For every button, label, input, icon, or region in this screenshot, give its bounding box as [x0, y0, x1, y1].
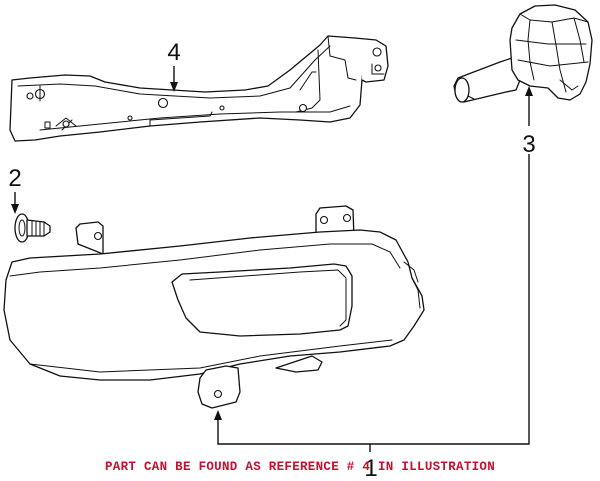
- callout-1: 1: [364, 455, 377, 481]
- callout-leaders: [11, 66, 533, 452]
- callout-4: 4: [167, 39, 180, 66]
- callout-2: 2: [8, 165, 21, 192]
- bracket-part: [9, 35, 389, 142]
- screw-part: [14, 213, 51, 243]
- bulb-part: [453, 4, 593, 103]
- fog-lamp-part: [3, 205, 425, 409]
- reference-note: PART CAN BE FOUND AS REFERENCE # 4 IN IL…: [104, 460, 496, 474]
- callout-3: 3: [522, 131, 535, 158]
